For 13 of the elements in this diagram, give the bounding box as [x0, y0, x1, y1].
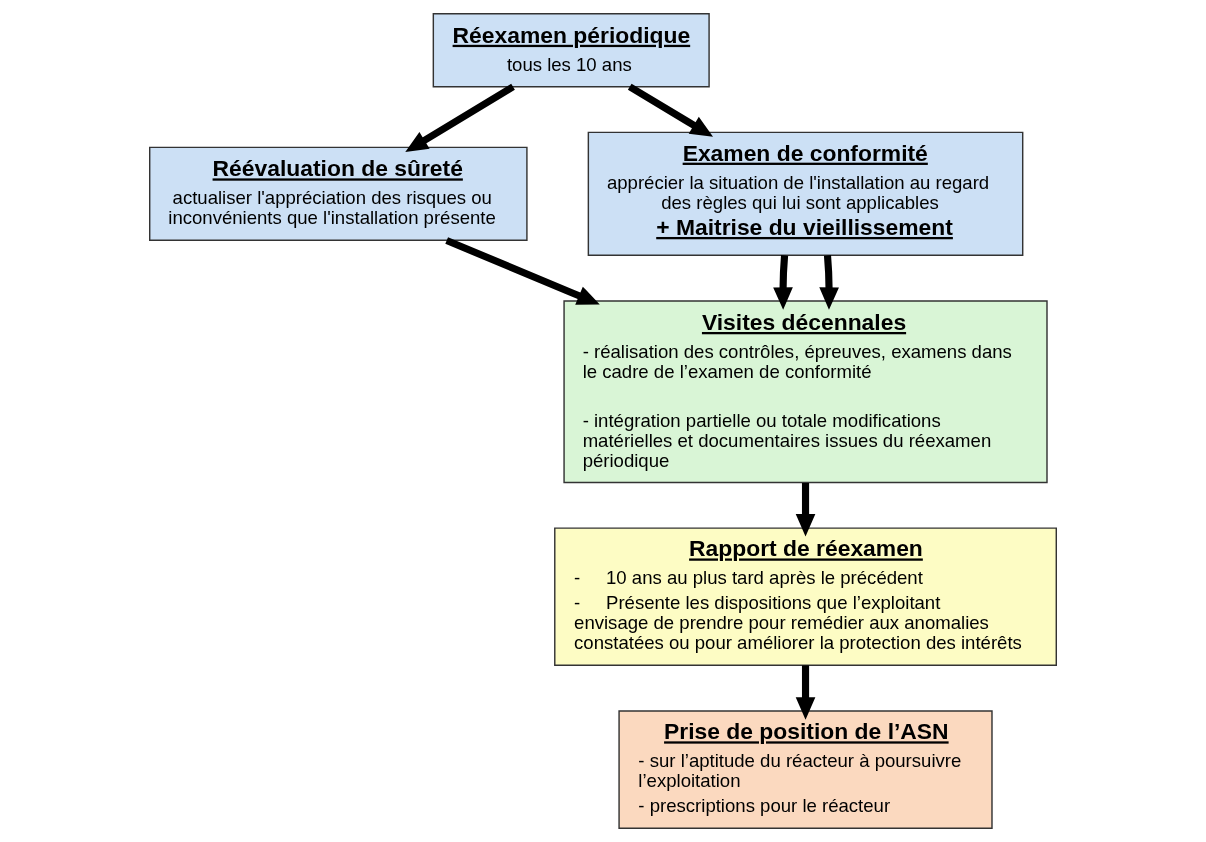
node-box: Réévaluation de sûreté actualiser l'appréciation des risques ou inconvénients que l'installation présente [149, 146, 528, 241]
node-box: Rapport de réexamen - 10 ans au plus tard après le précédent - Présente les dispositions que l’exploitant envisage de prendre pour remédier aux anomalies constatées ou pour améliorer la protection des intérêts [554, 527, 1057, 667]
node-box: Réexamen périodique tous les 10 ans [432, 13, 710, 88]
arrow [819, 255, 839, 310]
arrow [795, 483, 816, 537]
arrow [627, 83, 714, 137]
arrow [445, 237, 600, 305]
arrow [405, 83, 515, 152]
node-box: Visites décennales - réalisation des contrôles, épreuves, examens dans le cadre de l’examen de conformité - intégration partielle ou totale modifications matérielles et documentaires issues du réexamen périodique [563, 300, 1048, 484]
node-box: Prise de position de l’ASN - sur l’aptitude du réacteur à poursuivre l’exploitation - prescriptions pour le réacteur [618, 710, 993, 829]
node-box: Examen de conformité apprécier la situation de l'installation au regard des règles qui lui sont applicables + Maitrise du vieillissement [587, 131, 1024, 256]
arrow [773, 255, 793, 310]
arrow [795, 665, 816, 720]
